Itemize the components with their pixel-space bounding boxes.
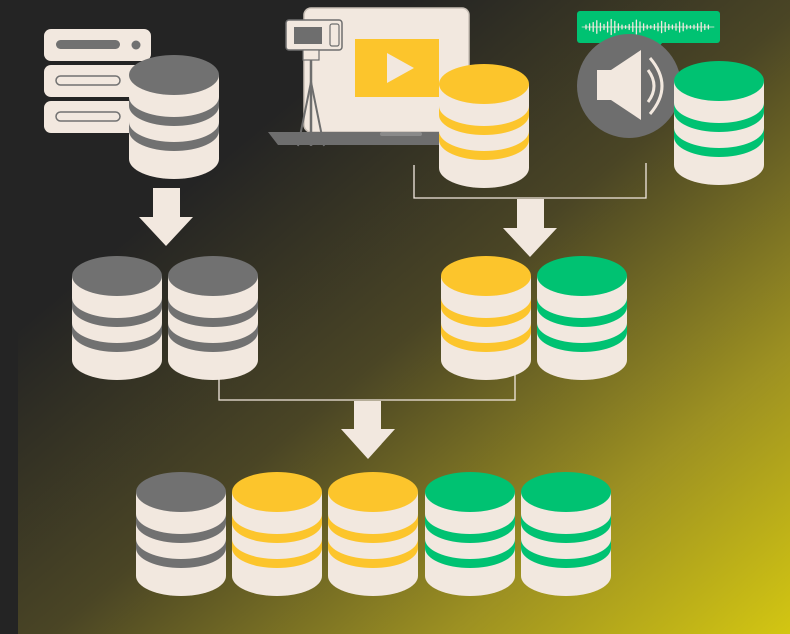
- database-sources-2-0-green: [674, 61, 764, 185]
- database-merged-pairs-1-1-green: [537, 256, 627, 380]
- left-dark-strip: [0, 0, 18, 634]
- connectors: [218, 163, 647, 401]
- server-rack-icon: [44, 29, 151, 133]
- database-combined-0-0-gray: [136, 472, 226, 596]
- camera-tripod-icon: [285, 19, 343, 147]
- audio-waveform: [581, 18, 715, 36]
- database-merged-pairs-1-0-yellow: [441, 256, 531, 380]
- database-sources-0-0-gray: [129, 55, 219, 179]
- database-combined-0-3-green: [425, 472, 515, 596]
- database-stacks: [72, 55, 764, 596]
- database-combined-0-2-yellow: [328, 472, 418, 596]
- connector-pairs: [218, 367, 516, 401]
- arrow-down-combined: [341, 401, 395, 459]
- database-sources-1-0-yellow: [439, 64, 529, 188]
- database-merged-pairs-0-1-gray: [168, 256, 258, 380]
- play-icon: [387, 53, 414, 83]
- connector-video-audio: [413, 163, 647, 199]
- arrow-down-media: [503, 199, 557, 257]
- database-combined-0-4-green: [521, 472, 611, 596]
- database-merged-pairs-0-0-gray: [72, 256, 162, 380]
- speaker-audio-waveform-icon: [577, 11, 720, 138]
- arrow-down-server: [139, 188, 193, 246]
- database-combined-0-1-yellow: [232, 472, 322, 596]
